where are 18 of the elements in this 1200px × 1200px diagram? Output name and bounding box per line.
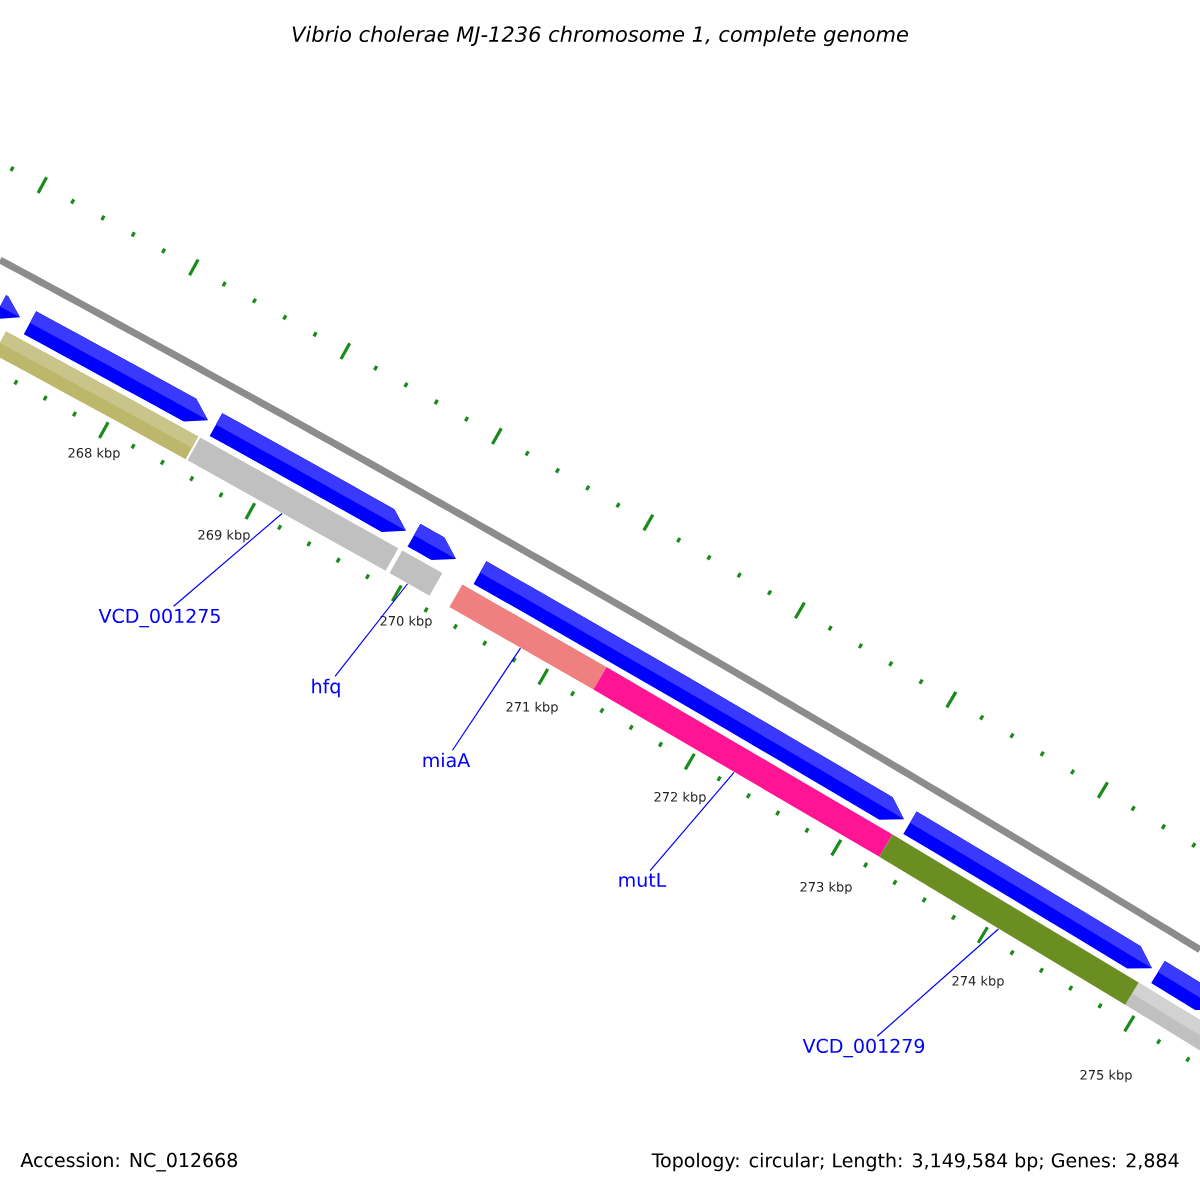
- gene-bar: [187, 437, 399, 571]
- gene-label: miaA: [423, 752, 471, 768]
- gene-label: hfq: [312, 678, 340, 698]
- gene-label: mutL: [619, 872, 667, 888]
- gene-label: VCD_001279: [802, 1038, 925, 1058]
- footer-text: Topology: circular; Length: 3,149,584 bp; Genes: 2,884: [651, 1152, 1179, 1172]
- leader-line: [451, 647, 522, 751]
- leader-line: [649, 771, 735, 872]
- title: Vibrio cholerae MJ-1236 chromosome 1, complete genome: [292, 25, 908, 47]
- gene-bar: [593, 666, 893, 857]
- leader-line: [334, 583, 409, 677]
- footer-text: Accession: NC_012668: [20, 1152, 238, 1172]
- gene-bar: [449, 584, 607, 690]
- gene-label: VCD_001275: [98, 608, 220, 628]
- gene-bar: [879, 834, 1139, 1005]
- gene-bar: [389, 550, 443, 596]
- leader-line: [876, 928, 999, 1037]
- leader-line: [173, 512, 283, 607]
